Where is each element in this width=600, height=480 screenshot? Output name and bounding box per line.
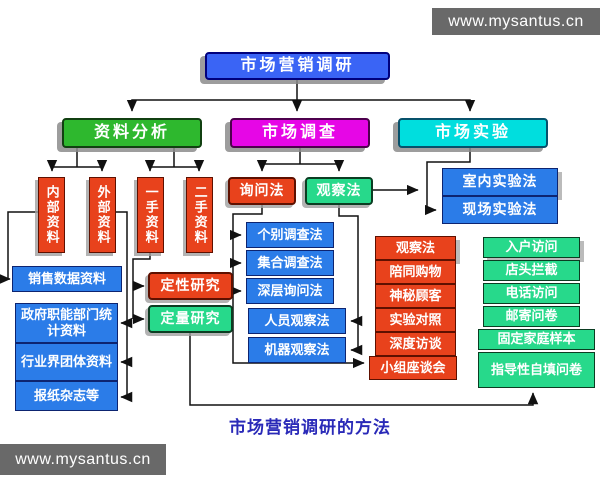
node-focus-group: 小组座谈会 (369, 356, 457, 380)
node-mystery-shopper: 神秘顾客 (375, 284, 456, 308)
node-accompanied-shopping: 陪同购物 (375, 260, 456, 284)
node-sales-data: 销售数据资料 (12, 266, 122, 292)
node-telephone-interview: 电话访问 (483, 283, 580, 304)
watermark-top-right: www.mysantus.cn (432, 8, 600, 35)
diagram-caption: 市场营销调研的方法 (229, 418, 391, 437)
node-qualitative-research: 定性研究 (148, 272, 233, 300)
branch-market-survey: 市场调查 (230, 118, 370, 148)
node-depth-interview: 深度访谈 (375, 332, 456, 356)
node-group-survey: 集合调查法 (246, 250, 334, 276)
node-machine-observation: 机器观察法 (248, 337, 346, 363)
node-inquiry-method: 询问法 (228, 177, 296, 205)
node-door-to-door-interview: 入户访问 (483, 237, 580, 258)
node-field-experiment: 现场实验法 (442, 196, 558, 224)
node-secondary-data: 二手资料 (186, 177, 213, 253)
node-mail-questionnaire: 邮寄问卷 (483, 306, 580, 327)
branch-market-experiment: 市场实验 (398, 118, 548, 148)
node-store-intercept: 店头拦截 (483, 260, 580, 281)
node-industry-association-data: 行业界团体资料 (15, 343, 118, 381)
node-quantitative-research: 定量研究 (148, 305, 233, 333)
node-fixed-household-panel: 固定家庭样本 (478, 329, 595, 350)
node-newspapers-magazines: 报纸杂志等 (15, 381, 118, 411)
node-government-statistics: 政府职能部门统计资料 (15, 303, 118, 343)
node-observation-technique: 观察法 (375, 236, 456, 260)
node-guided-self-questionnaire: 指导性自填问卷 (478, 352, 595, 388)
node-marketing-research: 市场营销调研 (205, 52, 390, 80)
node-internal-data: 内部资料 (38, 177, 65, 253)
branch-data-analysis: 资料分析 (62, 118, 202, 148)
node-observation-method: 观察法 (305, 177, 373, 205)
node-external-data: 外部资料 (89, 177, 116, 253)
node-depth-inquiry: 深层询问法 (246, 278, 334, 304)
node-experiment-control: 实验对照 (375, 308, 456, 332)
node-primary-data: 一手资料 (137, 177, 164, 253)
node-individual-survey: 个别调查法 (246, 222, 334, 248)
watermark-bottom-left: www.mysantus.cn (0, 444, 166, 475)
node-indoor-experiment: 室内实验法 (442, 168, 558, 196)
node-human-observation: 人员观察法 (248, 308, 346, 334)
